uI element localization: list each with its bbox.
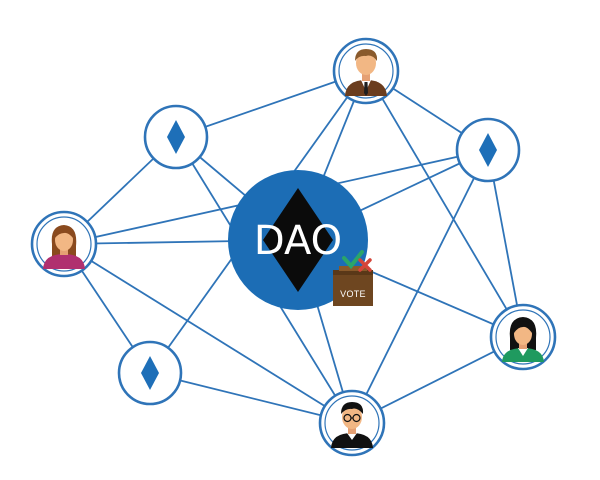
hub-label: DAO bbox=[254, 218, 342, 264]
person-node-woman-right bbox=[489, 303, 557, 371]
dao-hub: DAO VOTE bbox=[228, 170, 373, 310]
man-avatar-icon bbox=[345, 49, 387, 96]
cross-icon bbox=[358, 258, 372, 272]
person-node-man-glasses bbox=[318, 389, 386, 457]
ballot-box-icon: VOTE bbox=[333, 266, 373, 306]
token-node-top-left bbox=[143, 104, 209, 170]
man-glasses-avatar-icon bbox=[331, 402, 373, 448]
woman-avatar-icon bbox=[502, 317, 544, 362]
edge bbox=[149, 372, 353, 424]
edge bbox=[365, 70, 524, 338]
ballot-label: VOTE bbox=[340, 289, 366, 299]
edge bbox=[351, 149, 489, 424]
checkmark-icon bbox=[342, 250, 364, 270]
person-node-man-tie bbox=[332, 37, 400, 105]
edge bbox=[175, 70, 367, 138]
glasses-icon bbox=[343, 413, 361, 423]
ethereum-diamond-icon bbox=[479, 133, 497, 167]
edge bbox=[63, 243, 353, 424]
token-node-bottom-left bbox=[117, 340, 183, 406]
woman-avatar-icon bbox=[43, 225, 85, 269]
person-node-woman-left bbox=[30, 210, 98, 278]
ethereum-diamond-icon bbox=[167, 120, 185, 154]
ethereum-diamond-icon bbox=[263, 188, 333, 292]
ethereum-diamond-icon bbox=[141, 356, 159, 390]
token-node-top-right bbox=[455, 117, 521, 183]
